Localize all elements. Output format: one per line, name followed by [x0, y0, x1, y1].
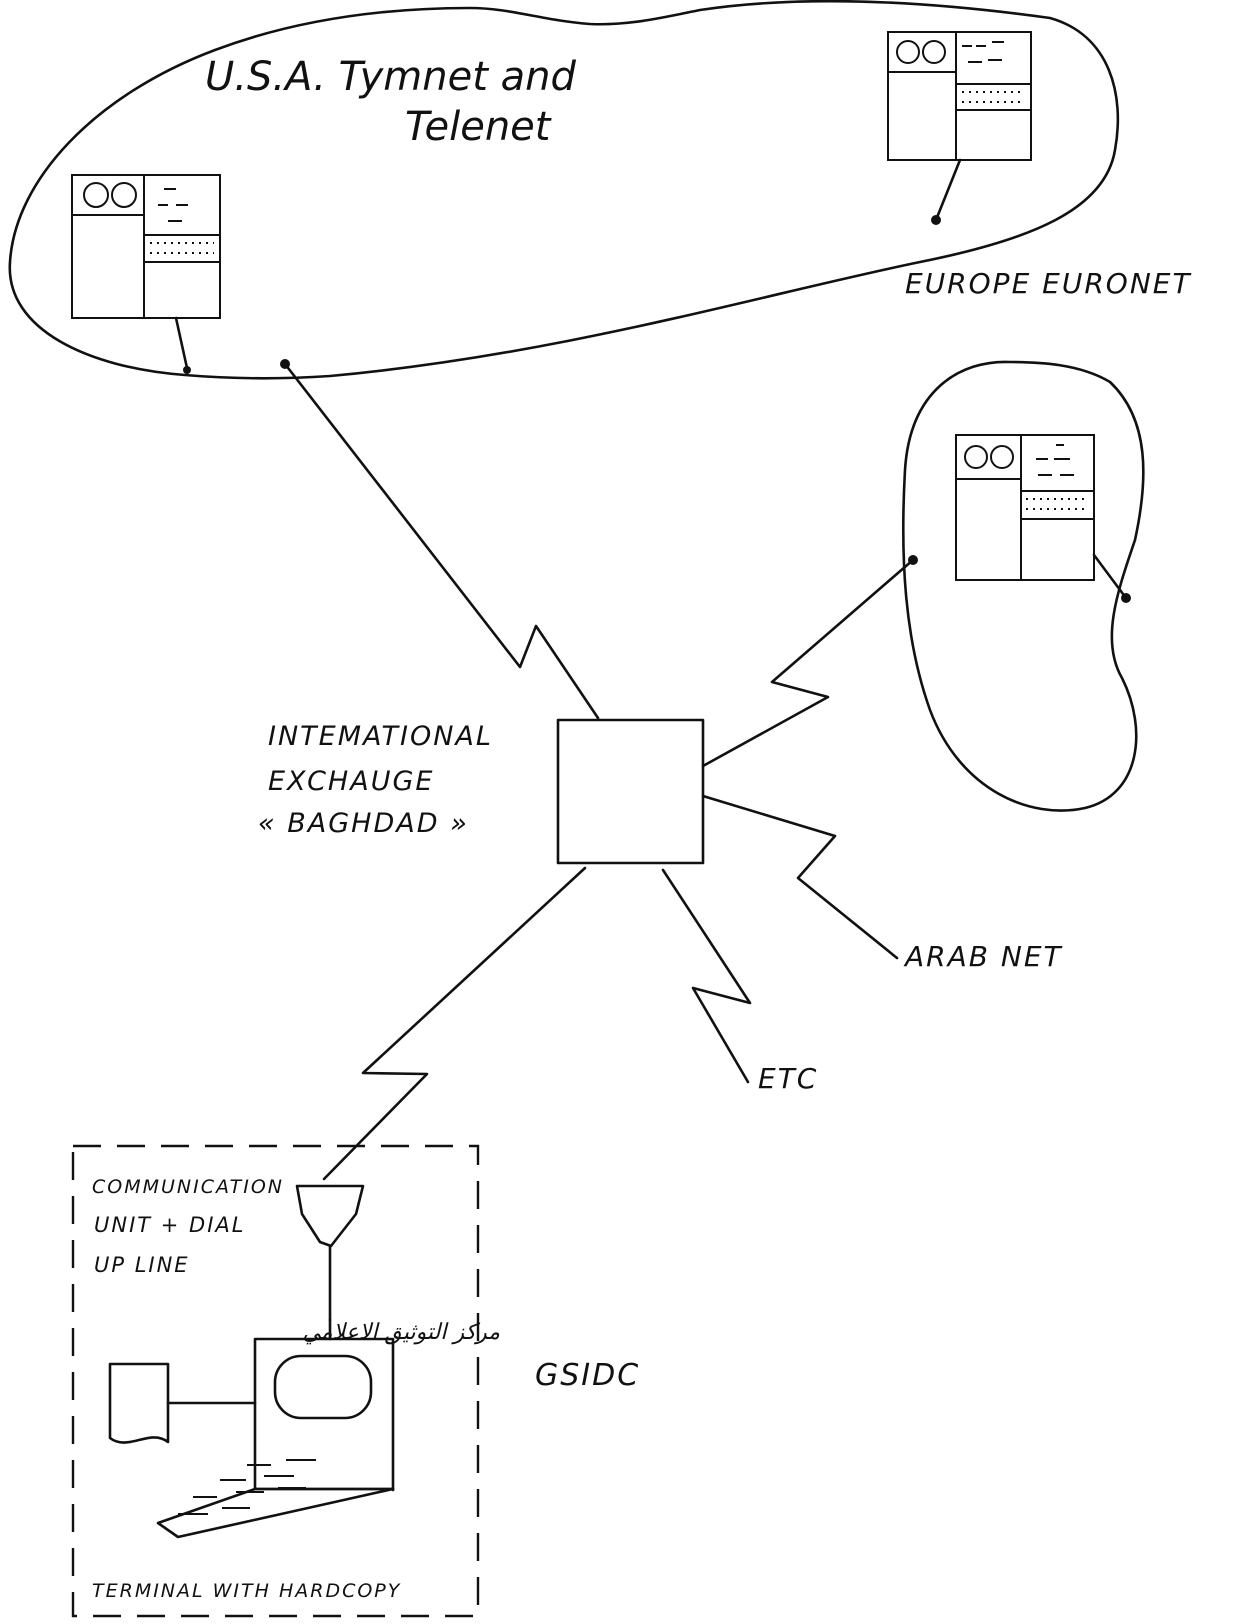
europe-network-label: EUROPE EURONET [905, 267, 1192, 300]
communication-unit-label-line1: COMMUNICATION [92, 1176, 284, 1198]
gsidc-label: GSIDC [535, 1358, 640, 1393]
link-gsidc [322, 866, 587, 1181]
gsidc-arabic-label: مركز التوثيق الاعلامي [303, 1320, 501, 1345]
exchange-label-line3: « BAGHDAD » [258, 808, 469, 839]
link-europe-exchange [701, 558, 915, 768]
computer-icon [955, 434, 1095, 581]
europe-network-cloud [901, 360, 1145, 812]
link-usa-exchange [283, 362, 600, 720]
usa-network-label-line2: Telenet [405, 104, 552, 150]
link-etc [661, 868, 752, 1084]
exchange-label-line2: EXCHAUGE [268, 766, 434, 797]
usa-network-label-line1: U.S.A. Tymnet and [205, 54, 576, 100]
exchange-label-line1: INTEMATIONAL [268, 721, 493, 752]
usa-network-cloud [8, 0, 1120, 380]
terminal-icon [156, 1337, 395, 1539]
modem-icon [295, 1184, 365, 1341]
etc-label: ETC [758, 1062, 818, 1095]
communication-unit-label-line3: UP LINE [94, 1253, 190, 1277]
computer-icon [71, 174, 221, 319]
terminal-label: TERMINAL WITH HARDCOPY [92, 1580, 401, 1602]
gsidc-site-boundary [71, 1144, 480, 1618]
international-exchange-box [556, 718, 705, 865]
communication-unit-label-line2: UNIT + DIAL [94, 1213, 245, 1237]
arab-net-label: ARAB NET [903, 940, 1063, 973]
link-arab-net [701, 794, 899, 960]
computer-icon [887, 31, 1032, 161]
printer-paper-icon [108, 1362, 257, 1444]
